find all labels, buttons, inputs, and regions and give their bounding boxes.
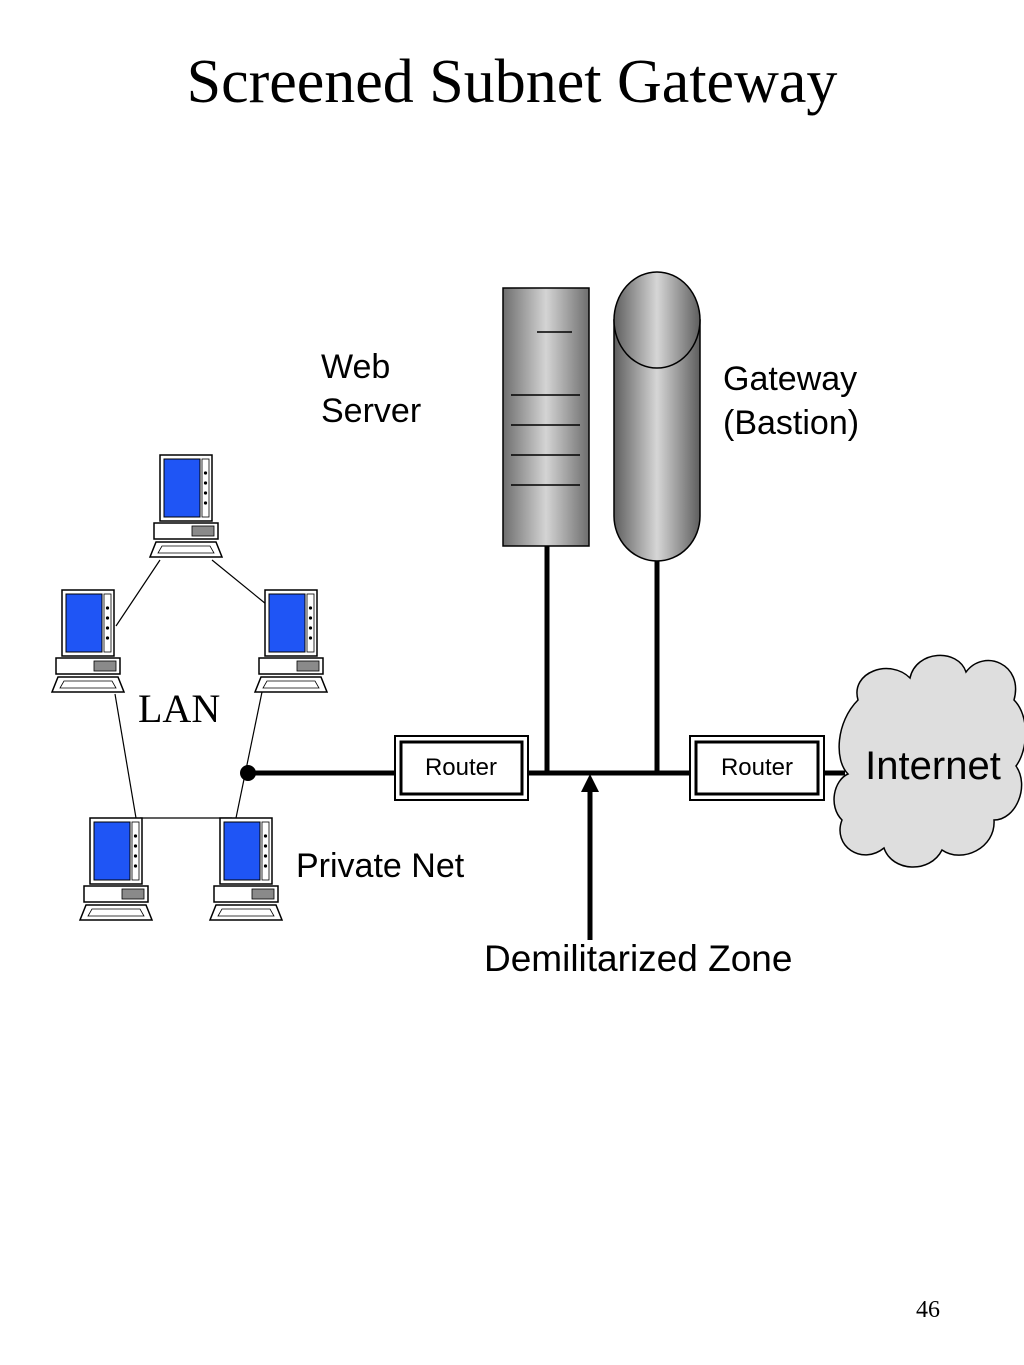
router-left: Router xyxy=(394,735,529,801)
cloud-icon: Internet xyxy=(833,654,1024,868)
router-right: Router xyxy=(689,735,825,801)
dmz-arrow xyxy=(581,774,599,792)
cylinder-host-icon xyxy=(613,271,701,562)
junction-dot xyxy=(240,765,256,781)
gateway-label-line2: (Bastion) xyxy=(723,404,859,442)
gateway-label-line1: Gateway xyxy=(723,360,857,398)
router-right-label: Router xyxy=(721,754,793,781)
workstation-icon xyxy=(254,589,328,693)
internet-label: Internet xyxy=(865,744,1001,788)
network-links xyxy=(248,545,845,940)
workstation-icon xyxy=(209,817,283,921)
lan-label: LAN xyxy=(138,686,220,731)
slide-title: Screened Subnet Gateway xyxy=(186,48,838,116)
web-server-label-line2: Server xyxy=(321,392,421,430)
workstation-icon xyxy=(149,454,223,558)
router-left-label: Router xyxy=(425,754,497,781)
dmz-label: Demilitarized Zone xyxy=(484,938,792,979)
workstation-icon xyxy=(79,817,153,921)
server-tower-icon xyxy=(502,287,590,547)
workstation-icon xyxy=(51,589,125,693)
web-server-label-line1: Web xyxy=(321,348,390,386)
private-net-label: Private Net xyxy=(296,847,465,885)
page-number: 46 xyxy=(916,1297,940,1323)
lan-ring xyxy=(114,559,267,819)
